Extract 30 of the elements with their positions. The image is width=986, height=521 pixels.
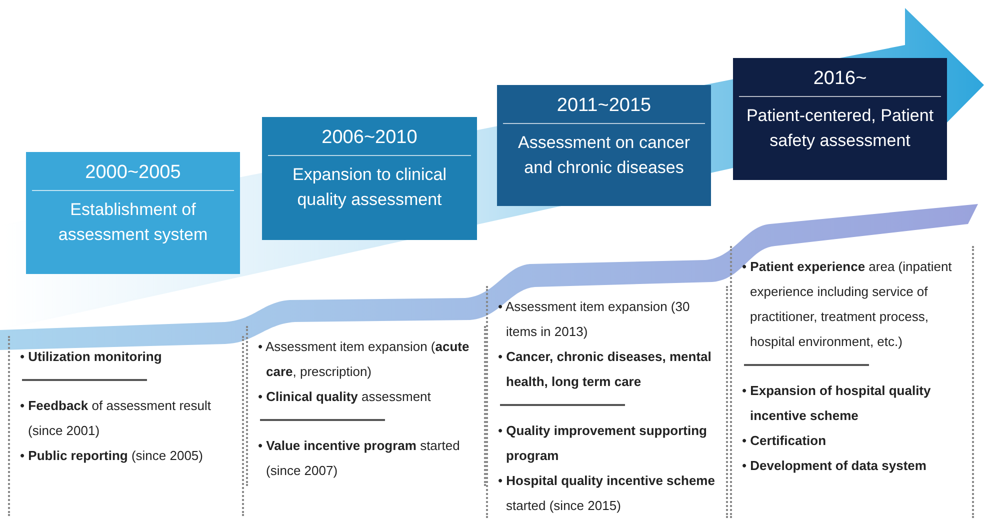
period-box [733, 58, 947, 180]
period-title: Establishment of assessment system [57, 199, 209, 246]
period-box [497, 85, 711, 206]
bullet-item: • Quality improvement supporting program [497, 422, 708, 465]
bullet-item: • Hospital quality incentive scheme started (since 2015) [497, 472, 716, 515]
period-year: 2016~ [739, 58, 941, 97]
period-box [26, 152, 240, 274]
period-year: 2000~2005 [32, 152, 234, 191]
bullet-item: • Value incentive program started (since 2007) [257, 437, 461, 480]
details-panel [8, 336, 244, 516]
bullet-item: • Assessment item expansion (acute care, prescription) [257, 338, 470, 381]
bullet-item: • Expansion of hospital quality incentive scheme [741, 382, 932, 425]
period-title: Assessment on cancer and chronic diseases [517, 132, 691, 179]
bullet-item: • Cancer, chronic diseases, mental health, long term care [497, 348, 712, 391]
bullet-item: • Feedback of assessment result (since 2001) [19, 397, 212, 440]
bullet-item: • Public reporting (since 2005) [19, 447, 204, 465]
period-box [262, 117, 477, 240]
bullet-item: • Certification [741, 432, 828, 450]
bullet-item: • Utilization monitoring [19, 348, 163, 366]
period-title: Expansion to clinical quality assessment [291, 164, 448, 211]
period-title: Patient-centered, Patient safety assessment [745, 105, 935, 152]
period-year: 2006~2010 [268, 117, 471, 156]
details-panel [730, 246, 974, 518]
bullet-item: • Development of data system [741, 457, 928, 475]
bullet-item: • Assessment item expansion (30 items in 2013) [497, 298, 691, 341]
details-panel [486, 286, 728, 518]
details-panel [246, 326, 486, 486]
bullet-item: • Clinical quality assessment [257, 388, 432, 406]
bullet-item: • Patient experience area (inpatient experience including service of practitioner, treatment process, hospital environment, etc.) [741, 258, 953, 351]
period-year: 2011~2015 [503, 85, 705, 124]
